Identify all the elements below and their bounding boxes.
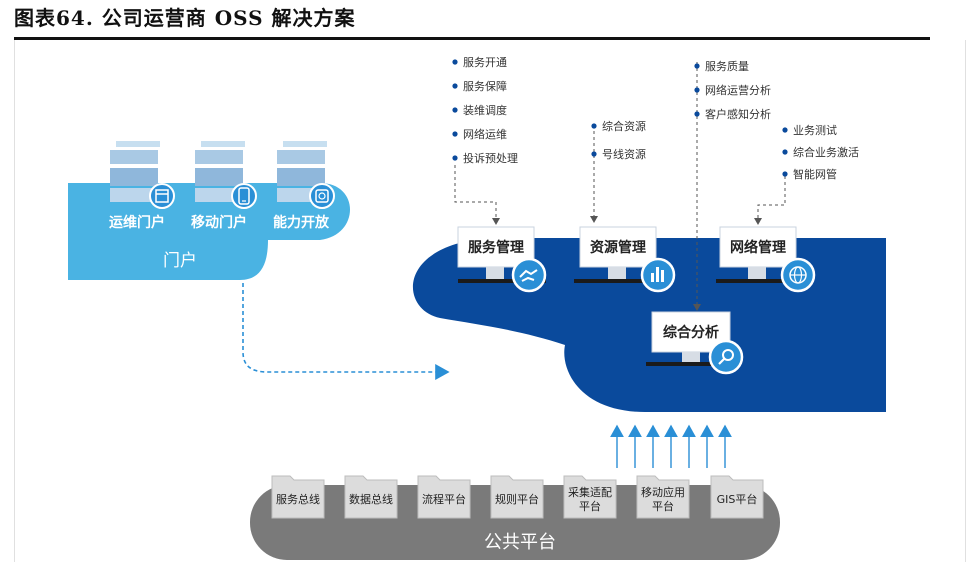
resource-management-monitor: 资源管理: [574, 226, 662, 283]
feature-item: 号线资源: [602, 147, 646, 161]
portal-item-label-ops: 运维门户: [109, 214, 165, 231]
mobile-icon: [231, 183, 257, 209]
api-icon: [309, 183, 335, 209]
network-management-monitor: 网络管理: [716, 226, 804, 283]
platform-item-label: 流程平台: [422, 492, 466, 506]
portal-to-core-connector: [242, 283, 450, 380]
portal-item-label-open: 能力开放: [273, 214, 330, 231]
bullet-icon: [782, 149, 788, 155]
platform-item: 数据总线: [344, 475, 398, 519]
platform-item-label: 规则平台: [495, 492, 539, 506]
platform-item: 流程平台: [417, 475, 471, 519]
title-rule: [14, 37, 930, 40]
bullet-icon: [452, 107, 458, 113]
platform-item: 规则平台: [490, 475, 544, 519]
feature-item: 综合业务激活: [793, 145, 859, 159]
feature-item: 智能网管: [793, 167, 837, 181]
feature-item: 综合资源: [602, 119, 646, 133]
magnifier-icon: [708, 339, 744, 375]
platform-item-label: 平台: [579, 499, 601, 513]
platform-item: GIS平台: [710, 475, 764, 519]
feature-item: 客户感知分析: [705, 107, 771, 121]
bullet-icon: [452, 131, 458, 137]
platform-item-label: GIS平台: [717, 492, 758, 506]
feature-connectors: [454, 62, 786, 311]
bar-chart-icon: [640, 257, 676, 293]
service-management-monitor: 服务管理: [457, 226, 546, 283]
resource-management-label: 资源管理: [590, 239, 646, 256]
window-icon: [149, 183, 175, 209]
bullet-icon: [694, 63, 700, 69]
handshake-icon: [511, 257, 547, 293]
feature-item: 装维调度: [463, 103, 507, 117]
platform-uplinks: [610, 424, 732, 468]
portal-building-1: [110, 141, 160, 202]
bullet-icon: [694, 111, 700, 117]
portal-title: 门户: [163, 251, 197, 271]
analysis-label: 综合分析: [663, 324, 719, 341]
platform-item-label: 采集适配: [568, 485, 612, 499]
bullet-icon: [782, 127, 788, 133]
feature-item: 服务质量: [705, 60, 749, 73]
bullet-icon: [591, 123, 597, 129]
platform-item-label: 平台: [652, 499, 674, 513]
service-management-label: 服务管理: [468, 239, 524, 256]
network-management-label: 网络管理: [730, 239, 786, 256]
portal-building-2: [195, 141, 245, 202]
platform-title: 公共平台: [484, 532, 556, 553]
platform-item-label: 服务总线: [276, 492, 320, 506]
feature-item: 网络运营分析: [705, 83, 771, 97]
bullet-icon: [452, 59, 458, 65]
bullet-icon: [694, 87, 700, 93]
feature-item: 服务保障: [463, 79, 507, 93]
portal-item-label-mobile: 移动门户: [191, 214, 247, 231]
feature-item: 网络运维: [463, 127, 507, 141]
figure-frame: [14, 40, 966, 562]
platform-items: 服务总线数据总线流程平台规则平台采集适配平台移动应用平台GIS平台: [271, 475, 764, 519]
portal-building-3: [277, 141, 327, 202]
globe-icon: [780, 257, 816, 293]
feature-item: 投诉预处理: [463, 151, 518, 165]
bullet-icon: [782, 171, 788, 177]
platform-item-label: 移动应用: [641, 485, 685, 499]
platform-item-label: 数据总线: [349, 492, 393, 506]
bullet-icon: [452, 83, 458, 89]
bullet-icon: [452, 155, 458, 161]
bullet-icon: [591, 151, 597, 157]
portal-cloud: [68, 183, 350, 280]
platform-item: 服务总线: [271, 475, 325, 519]
figure-title: 图表64. 公司运营商 OSS 解决方案: [14, 6, 356, 30]
feature-item: 业务测试: [793, 124, 837, 137]
feature-item: 服务开通: [463, 56, 507, 69]
